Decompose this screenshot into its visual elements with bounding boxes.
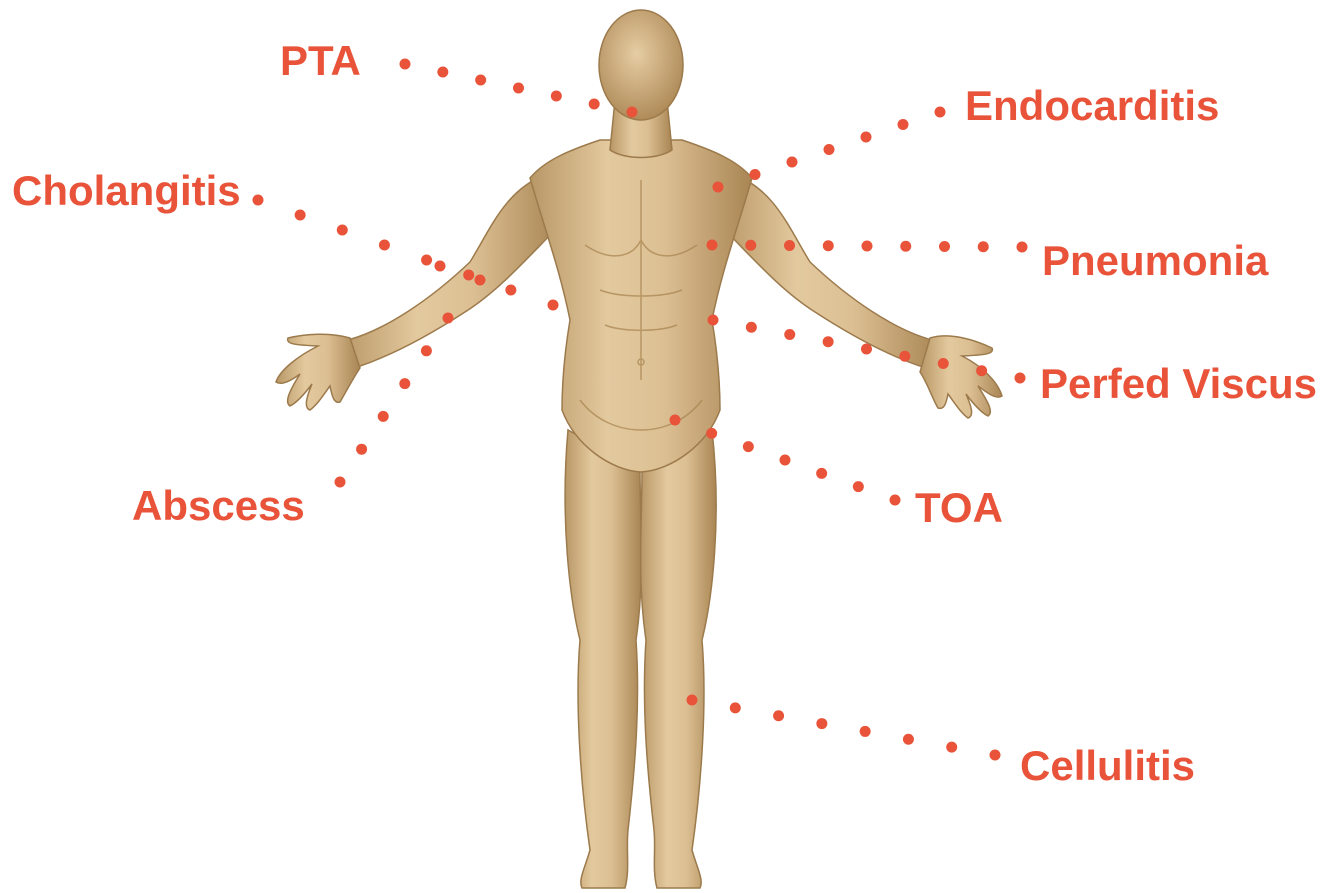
leader-dot-abscess [378, 411, 389, 422]
leader-dot-cholangitis [379, 240, 390, 251]
left-leg [565, 430, 641, 888]
leader-dot-cholangitis [505, 285, 516, 296]
leader-dot-cholangitis [337, 225, 348, 236]
leader-dot-abscess-arm [435, 261, 446, 272]
leader-dot-cholangitis [421, 255, 432, 266]
leader-dot-cellulitis [730, 702, 741, 713]
leader-dot-pta [589, 99, 600, 110]
leader-dot-toa [853, 481, 864, 492]
leader-dot-pta [551, 91, 562, 102]
leader-dot-cellulitis [773, 710, 784, 721]
label-perfed-viscus: Perfed Viscus [1040, 360, 1317, 407]
leader-dot-abscess [399, 378, 410, 389]
leader-dot-abscess [421, 345, 432, 356]
leader-dot-pneumonia [1017, 242, 1028, 253]
left-hand [276, 334, 360, 410]
leader-dot-toa [780, 455, 791, 466]
leader-dot-perfed-viscus [746, 322, 757, 333]
leader-dot-pneumonia [823, 240, 834, 251]
leader-dot-endocarditis [824, 144, 835, 155]
leader-dot-pta [475, 75, 486, 86]
leader-dot-cholangitis [548, 300, 559, 311]
leader-dot-pta [400, 59, 411, 70]
leader-dot-endocarditis [713, 182, 724, 193]
leader-dot-cholangitis [295, 210, 306, 221]
leader-dot-toa [890, 495, 901, 506]
leader-dot-perfed-viscus [899, 351, 910, 362]
leader-dot-abscess [335, 477, 346, 488]
label-toa: TOA [915, 484, 1003, 531]
leader-dot-pneumonia [862, 241, 873, 252]
label-abscess: Abscess [132, 482, 305, 529]
leader-dot-endocarditis [898, 119, 909, 130]
human-body-figure [276, 100, 1002, 888]
leader-dot-abscess [356, 444, 367, 455]
leader-dot-pneumonia [784, 240, 795, 251]
head [599, 10, 683, 120]
label-pneumonia: Pneumonia [1042, 237, 1269, 284]
right-leg [641, 430, 717, 888]
leader-dot-cellulitis [946, 742, 957, 753]
leader-dot-cellulitis [816, 718, 827, 729]
leader-dot-perfed-viscus [938, 358, 949, 369]
leader-dot-pneumonia [978, 241, 989, 252]
leader-dot-cellulitis [687, 695, 698, 706]
label-cholangitis: Cholangitis [12, 167, 241, 214]
leader-dot-perfed-viscus [823, 336, 834, 347]
leader-dot-cellulitis [990, 750, 1001, 761]
leader-dot-abscess [443, 313, 454, 324]
leader-dot-toa [816, 468, 827, 479]
label-pta: PTA [280, 37, 361, 84]
leader-dot-endocarditis [750, 169, 761, 180]
leader-dot-perfed-viscus [1015, 373, 1026, 384]
right-hand [920, 336, 1002, 418]
leader-dot-perfed-viscus [708, 315, 719, 326]
leader-dot-cholangitis [463, 270, 474, 281]
leader-dot-toa [743, 441, 754, 452]
leader-dot-endocarditis [861, 132, 872, 143]
leader-dot-pta [437, 67, 448, 78]
leader-dot-perfed-viscus [784, 329, 795, 340]
leader-dot-endocarditis [935, 107, 946, 118]
leader-dot-cellulitis [860, 726, 871, 737]
leader-dot-endocarditis [787, 157, 798, 168]
leader-dot-toa [706, 428, 717, 439]
leader-dot-perfed-viscus [861, 344, 872, 355]
leader-dot-pneumonia [900, 241, 911, 252]
leader-dot-cellulitis [903, 734, 914, 745]
leader-dot-cholangitis [253, 195, 264, 206]
leader-dot-perfed-viscus [976, 365, 987, 376]
label-cellulitis: Cellulitis [1020, 742, 1195, 789]
leader-dot-toa [670, 415, 681, 426]
leader-dot-abscess-arm [475, 275, 486, 286]
leader-dot-pneumonia [745, 240, 756, 251]
label-endocarditis: Endocarditis [965, 82, 1219, 129]
leader-dot-pneumonia [939, 241, 950, 252]
left-arm [340, 175, 560, 372]
leader-dot-pneumonia [707, 240, 718, 251]
leader-dot-pta [627, 107, 638, 118]
leader-dot-pta [513, 83, 524, 94]
